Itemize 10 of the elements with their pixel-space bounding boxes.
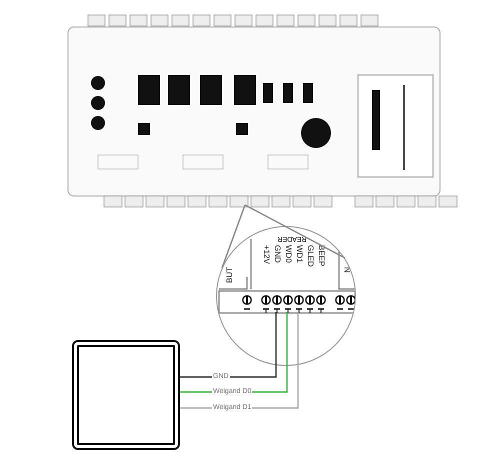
pin-label: +12V [261,245,271,264]
card-reader [72,340,180,450]
pin-label: GLED [305,245,315,267]
wire [180,312,277,378]
pin-label: WD0 [283,245,293,263]
terminal-label: BUT [225,267,235,283]
leader-line [221,204,346,269]
pin-label: WD1 [294,245,304,263]
pin-label: GND [272,245,282,263]
circuit-board-drawing [68,14,458,208]
